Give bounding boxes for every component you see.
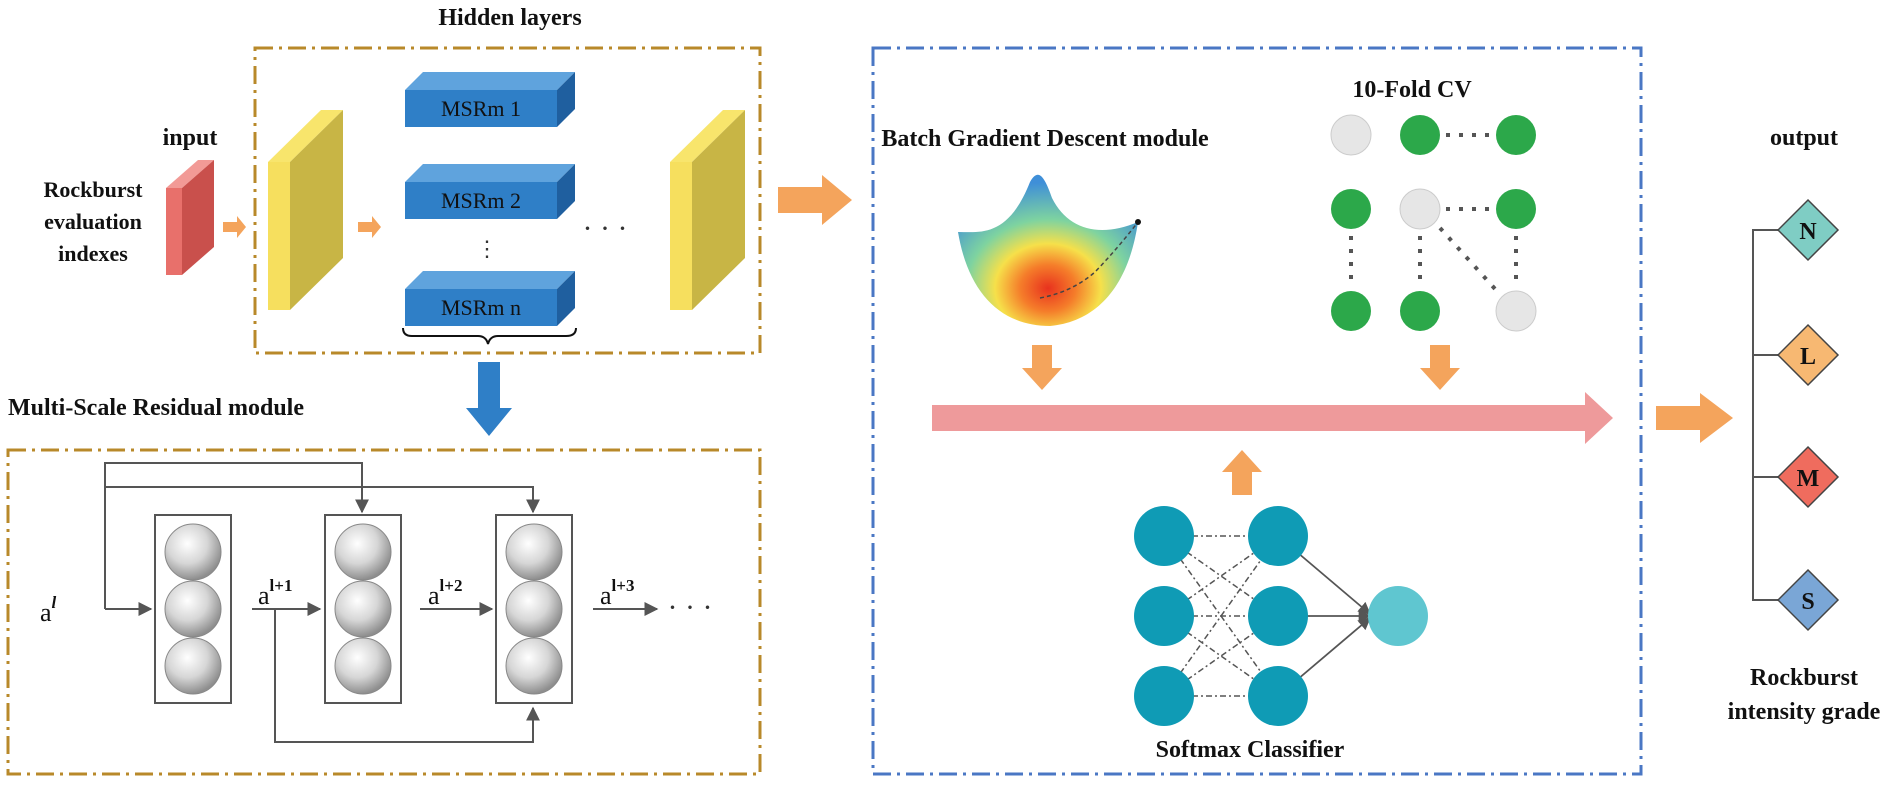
arrow-to-right-panel [778, 175, 852, 225]
skip-connection-2 [105, 486, 540, 514]
input-label-line-2: evaluation [44, 209, 142, 234]
skip-connection-3 [274, 609, 540, 743]
grade-diamond-s: S [1776, 568, 1840, 632]
hidden-layers-group: Hidden layers MSRm 1 MSRm 2 ⋮ MSRm n [253, 5, 762, 355]
arrow-softmax-up [1222, 450, 1262, 495]
input-label-line-3: indexes [58, 241, 128, 266]
activation-l3: al+3 [600, 576, 634, 610]
input-slab [166, 160, 214, 275]
neuron-sphere [164, 523, 222, 581]
msrm-block-n: MSRm n [405, 271, 575, 326]
cv-node [1331, 291, 1371, 331]
softmax-hidden-node [1248, 506, 1308, 566]
grade-diamond-m: M [1776, 445, 1840, 509]
neuron-sphere [334, 580, 392, 638]
input-label-line-1: Rockburst [43, 177, 143, 202]
arrow-cv-down [1420, 345, 1460, 390]
training-panel-group: Batch Gradient Descent module 10-Fold CV [871, 46, 1643, 776]
training-panel-frame [871, 46, 1643, 776]
hidden-dots-horizontal: · · · [583, 212, 628, 245]
neuron-sphere [164, 580, 222, 638]
cv-node [1496, 189, 1536, 229]
cv-node [1496, 115, 1536, 155]
loss-surface-icon [958, 174, 1141, 326]
msrm-brace [402, 327, 577, 345]
softmax-input-node [1134, 506, 1194, 566]
activation-l2: al+2 [428, 576, 462, 610]
softmax-input-node [1134, 666, 1194, 726]
residual-block-1 [154, 514, 232, 704]
msr-module-group: Multi-Scale Residual module al al+1 al+2… [6, 395, 762, 776]
cv-node [1331, 189, 1371, 229]
msrm-block-2: MSRm 2 [405, 164, 575, 219]
grade-letter-n: N [1799, 219, 1817, 245]
msrm-block-1-label: MSRm 1 [441, 96, 521, 121]
activation-l: al [40, 593, 57, 627]
cv-node [1330, 114, 1372, 156]
small-orange-arrow [358, 216, 381, 238]
hidden-layers-frame [253, 46, 762, 355]
grade-diamond-l: L [1776, 323, 1840, 387]
msrm-block-2-label: MSRm 2 [441, 188, 521, 213]
hidden-layers-title: Hidden layers [438, 5, 581, 31]
grade-diamond-n: N [1776, 198, 1840, 262]
grade-letter-l: L [1800, 344, 1816, 370]
output-tree-line [1752, 229, 1779, 601]
residual-block-3 [495, 514, 573, 704]
input-small-arrow [223, 216, 246, 238]
skip-connection-1 [104, 462, 369, 609]
cv-node [1400, 115, 1440, 155]
output-title: output [1770, 125, 1838, 151]
cv-node [1400, 291, 1440, 331]
arrow-down-to-msr [466, 362, 512, 436]
softmax-hidden-node [1248, 666, 1308, 726]
main-pipeline-arrow [932, 392, 1613, 444]
msr-module-title: Multi-Scale Residual module [8, 395, 304, 421]
cv-grid-icon [1330, 114, 1537, 332]
softmax-network-icon [1134, 506, 1428, 726]
hidden-layer-slab-left [268, 110, 343, 310]
msr-module-frame [6, 448, 762, 776]
grade-letter-s: S [1801, 589, 1814, 615]
neuron-sphere [505, 637, 563, 695]
softmax-title: Softmax Classifier [1156, 737, 1345, 763]
msrm-block-1: MSRm 1 [405, 72, 575, 127]
hidden-layer-slab-right [670, 110, 745, 310]
softmax-hidden-node [1248, 586, 1308, 646]
softmax-input-node [1134, 586, 1194, 646]
cv-node [1399, 188, 1441, 230]
output-label-line-2: intensity grade [1728, 699, 1881, 725]
neuron-sphere [505, 523, 563, 581]
cv-node [1495, 290, 1537, 332]
grade-letter-m: M [1797, 466, 1820, 492]
softmax-output-node [1368, 586, 1428, 646]
arrow-to-output [1656, 393, 1733, 443]
neuron-sphere [164, 637, 222, 695]
msr-trailing-dots: · · · [668, 591, 713, 624]
cv-title: 10-Fold CV [1352, 77, 1472, 103]
neuron-sphere [334, 523, 392, 581]
arrow-bgd-down [1022, 345, 1062, 390]
residual-block-2 [324, 514, 402, 704]
bgd-title: Batch Gradient Descent module [881, 126, 1209, 152]
output-group: output N L M S Rockburst intensity grade [1728, 125, 1881, 725]
msrm-block-n-label: MSRm n [441, 295, 521, 320]
neuron-sphere [334, 637, 392, 695]
input-group: input Rockburst evaluation indexes [43, 125, 246, 275]
activation-l1: al+1 [258, 576, 292, 610]
input-title: input [163, 125, 218, 151]
output-label-line-1: Rockburst [1750, 665, 1858, 691]
neuron-sphere [505, 580, 563, 638]
msrm-vertical-dots: ⋮ [476, 236, 498, 261]
